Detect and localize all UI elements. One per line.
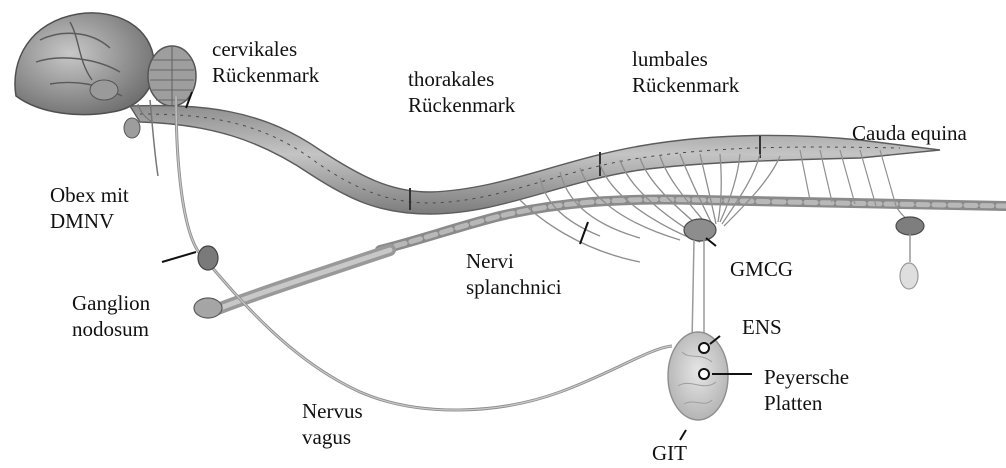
cerebellum bbox=[148, 46, 196, 106]
label-git: GIT bbox=[652, 440, 687, 466]
gut bbox=[668, 332, 728, 420]
label-cauda-equina: Cauda equina bbox=[852, 120, 967, 146]
label-ens: ENS bbox=[742, 314, 782, 340]
ens-marker bbox=[699, 343, 709, 353]
vagus-nerve bbox=[176, 96, 672, 410]
nodose-ganglion bbox=[198, 246, 218, 270]
cervical-branch bbox=[194, 250, 390, 318]
lumbar-roots bbox=[800, 150, 910, 222]
pelvic-ganglion bbox=[896, 217, 924, 289]
gmcg-ganglion bbox=[684, 219, 716, 342]
brain bbox=[15, 13, 154, 115]
peyer-marker bbox=[699, 369, 709, 379]
label-gmcg: GMCG bbox=[730, 256, 793, 282]
